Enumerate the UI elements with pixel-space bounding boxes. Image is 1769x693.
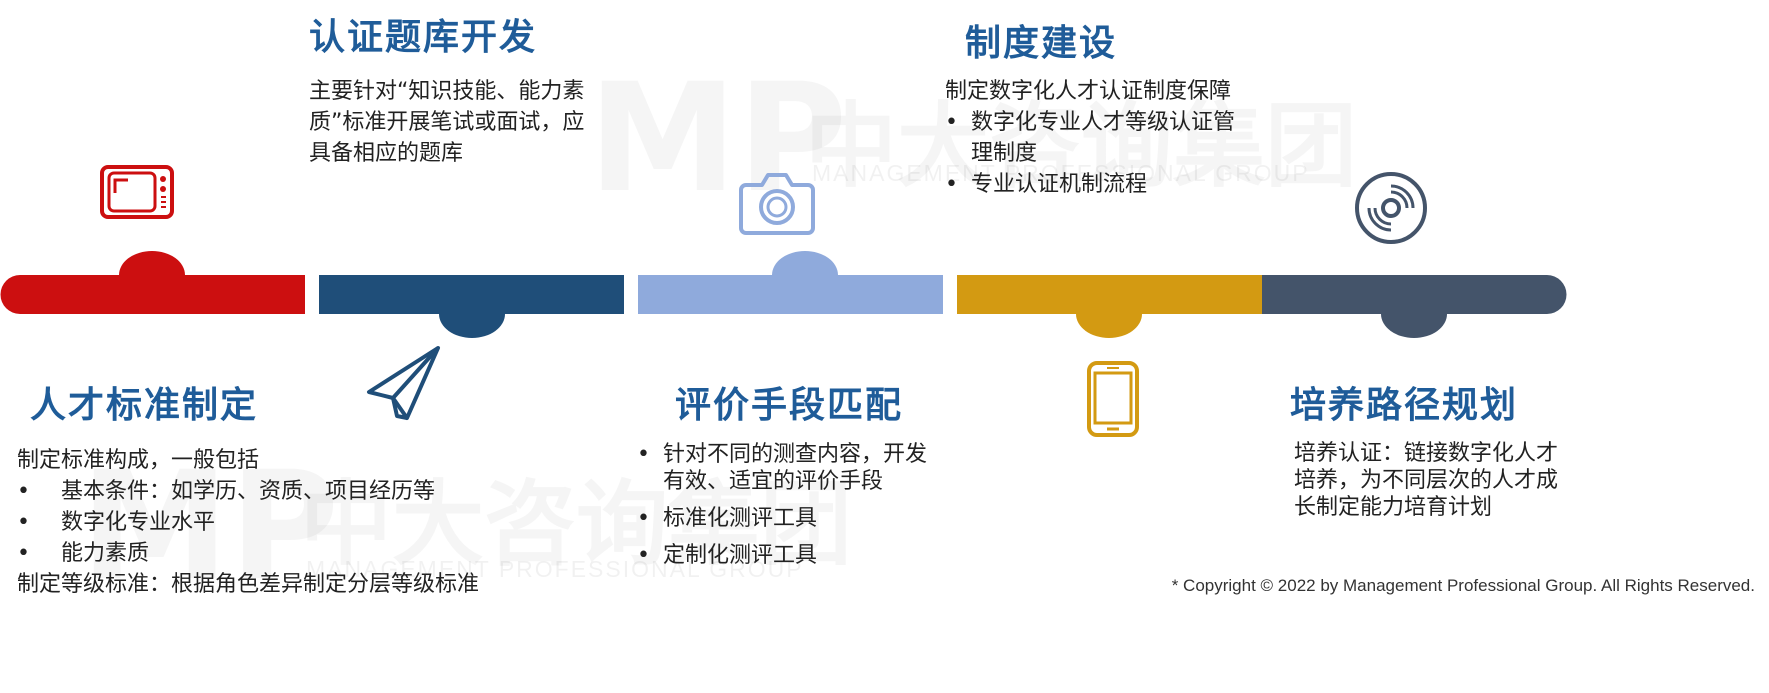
segment-slate: [1262, 275, 1567, 338]
segment-lightblue: [638, 251, 943, 314]
step3-bullet: 定制化测评工具: [637, 542, 933, 569]
step2-title: 认证题库开发: [309, 17, 538, 58]
step1-bullet: 基本条件：如学历、资质、项目经历等: [17, 476, 537, 507]
step4-title: 制度建设: [965, 23, 1118, 64]
step3-bullet: 针对不同的测查内容，开发有效、适宜的评价手段: [637, 441, 933, 495]
step1-line: 制定等级标准：根据角色差异制定分层等级标准: [17, 572, 480, 597]
step3-body: 针对不同的测查内容，开发有效、适宜的评价手段 标准化测评工具 定制化测评工具: [637, 441, 933, 569]
step1-title: 人才标准制定: [30, 385, 259, 426]
step1-line: 制定标准构成，一般包括: [17, 448, 260, 473]
step4-lead: 制定数字化人才认证制度保障: [945, 79, 1232, 104]
step5-title: 培养路径规划: [1290, 385, 1519, 426]
segment-red: [0, 251, 306, 314]
disc-icon: [1355, 172, 1427, 244]
segment-gold: [957, 275, 1262, 338]
camera-icon: [739, 173, 815, 235]
step3-bullet: 标准化测评工具: [637, 505, 933, 532]
tablet-icon: [1087, 361, 1139, 437]
step1-body: 制定标准构成，一般包括 基本条件：如学历、资质、项目经历等 数字化专业水平 能力…: [17, 445, 537, 600]
tv-icon: [100, 165, 174, 219]
step3-title: 评价手段匹配: [675, 385, 904, 426]
segment-navy: [319, 275, 624, 338]
step1-bullet: 数字化专业水平: [17, 507, 537, 538]
step2-text: 主要针对“知识技能、能力素质”标准开展笔试或面试，应具备相应的题库: [309, 79, 585, 166]
paper-plane-icon: [367, 346, 440, 420]
step4-bullet: 专业认证机制流程: [945, 169, 1240, 200]
step1-bullet: 能力素质: [17, 538, 537, 569]
step5-text: 培养认证：链接数字化人才培养，为不同层次的人才成长制定能力培育计划: [1294, 441, 1559, 520]
step4-body: 制定数字化人才认证制度保障 数字化专业人才等级认证管理制度 专业认证机制流程: [945, 76, 1240, 200]
copyright-note: * Copyright © 2022 by Management Profess…: [1171, 576, 1755, 595]
step4-bullet: 数字化专业人才等级认证管理制度: [945, 107, 1240, 169]
